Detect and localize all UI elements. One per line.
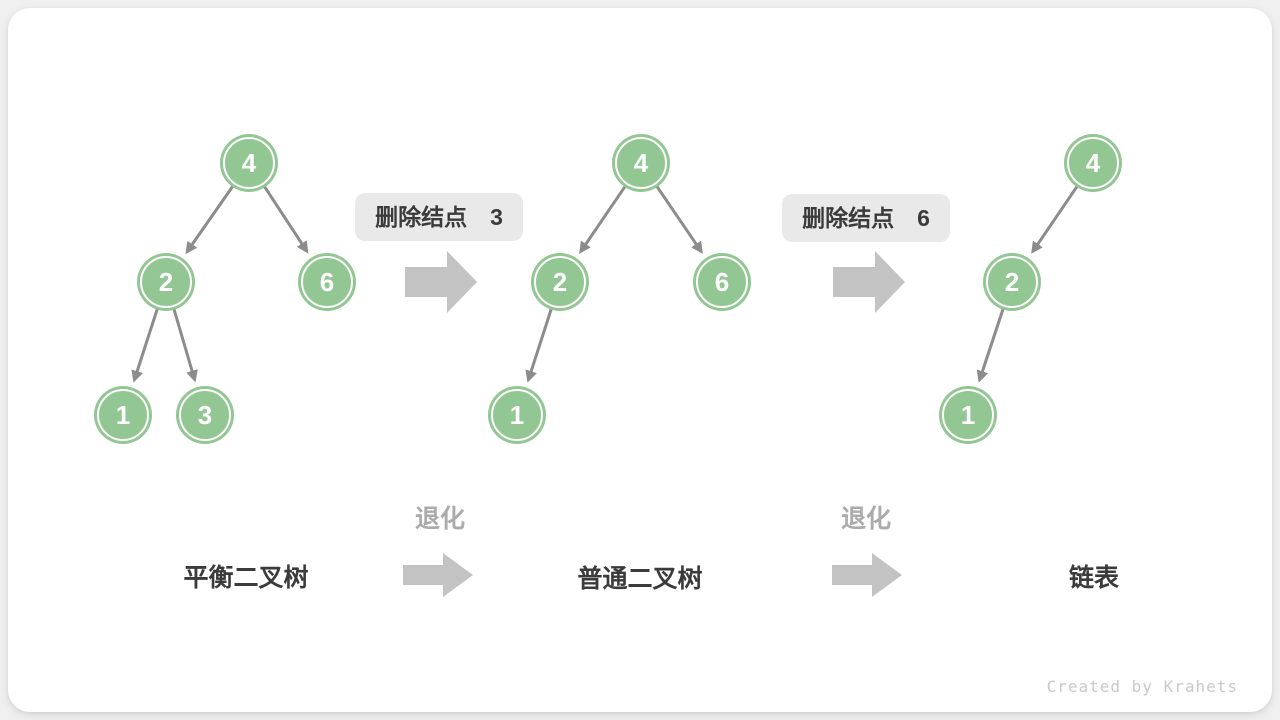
tree-edge <box>579 178 631 254</box>
tree-edge <box>1031 178 1083 254</box>
tree-node-balanced-binary-tree-4: 4 <box>223 137 275 189</box>
tree-node-ordinary-binary-tree-2: 2 <box>534 256 586 308</box>
tree-node-balanced-binary-tree-6: 6 <box>301 256 353 308</box>
delete-node-label: 删除结点 3 <box>355 193 523 241</box>
degrade-label: 退化 <box>414 505 466 533</box>
tree-node-ordinary-binary-tree-6: 6 <box>696 256 748 308</box>
tree-node-ordinary-binary-tree-1: 1 <box>491 389 543 441</box>
stage-label: 平衡二叉树 <box>183 564 309 592</box>
tree-node-balanced-binary-tree-1: 1 <box>97 389 149 441</box>
tree-edge <box>525 300 556 383</box>
tree-node-ordinary-binary-tree-4: 4 <box>615 137 667 189</box>
delete-node-label: 删除结点 6 <box>782 194 950 242</box>
tree-node-balanced-binary-tree-2: 2 <box>140 256 192 308</box>
tree-edge <box>170 300 198 383</box>
tree-node-balanced-binary-tree-3: 3 <box>179 389 231 441</box>
tree-edge <box>185 178 239 255</box>
tree-node-linked-list-1: 1 <box>942 389 994 441</box>
tree-edge <box>258 178 309 254</box>
stage-label: 链表 <box>1068 564 1120 592</box>
tree-edge <box>131 300 162 383</box>
tree-node-linked-list-4: 4 <box>1067 137 1119 189</box>
degrade-label: 退化 <box>840 505 892 533</box>
stage-label: 普通二叉树 <box>577 565 703 593</box>
tree-edge <box>651 178 703 254</box>
tree-edges-svg <box>131 178 1083 383</box>
tree-node-linked-list-2: 2 <box>986 256 1038 308</box>
credit-text: Created by Krahets <box>1046 677 1238 696</box>
tree-edge <box>976 300 1008 383</box>
